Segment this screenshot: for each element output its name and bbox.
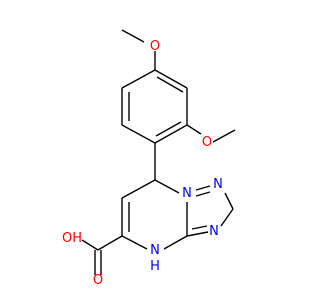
bond-ring-o-right bbox=[186, 124, 202, 135]
bond-benzene-6 bbox=[121, 69, 156, 89]
bond-o-right-methyl bbox=[212, 129, 236, 143]
bond-c-n3 bbox=[220, 208, 234, 227]
bond-c3a-nh bbox=[163, 235, 188, 250]
bond-n1-n2 bbox=[195, 185, 211, 191]
bonds bbox=[81, 29, 236, 275]
bond-cooh-oh bbox=[81, 239, 99, 251]
bond-n3-c3a bbox=[186, 231, 209, 237]
atom-o-right: O bbox=[202, 135, 212, 150]
bond-benzene-3-inner bbox=[155, 121, 182, 137]
atom-n-ring-2: N bbox=[213, 177, 223, 192]
bond-n1-n2-inner bbox=[195, 191, 211, 197]
bond-c7-n1 bbox=[154, 179, 180, 194]
atom-n-ring-3: N bbox=[209, 224, 219, 239]
atom-nh-h: H bbox=[150, 259, 160, 274]
bond-benzene-1-inner bbox=[156, 76, 184, 93]
bond-c6-c7 bbox=[121, 179, 156, 199]
bond-benzene-3 bbox=[154, 124, 188, 144]
atom-o-top: O bbox=[150, 39, 160, 54]
bond-benzene-1 bbox=[154, 69, 188, 89]
atom-labels: O O N N N N H OH O bbox=[62, 39, 223, 288]
bond-nh-c5 bbox=[121, 235, 148, 250]
bond-methyl-o-top bbox=[121, 29, 145, 43]
atom-nh: N bbox=[150, 243, 160, 258]
bond-benzene-4 bbox=[121, 124, 156, 144]
atom-n-ring-1: N bbox=[182, 186, 192, 201]
bond-n2-c bbox=[224, 192, 234, 210]
bond-n3-c3a-inner bbox=[191, 225, 208, 230]
chemical-structure: O O N N N N H OH O bbox=[62, 29, 236, 288]
atom-o-carbonyl: O bbox=[93, 273, 103, 288]
atom-oh: OH bbox=[62, 231, 82, 246]
bond-c5-cooh bbox=[97, 235, 123, 251]
